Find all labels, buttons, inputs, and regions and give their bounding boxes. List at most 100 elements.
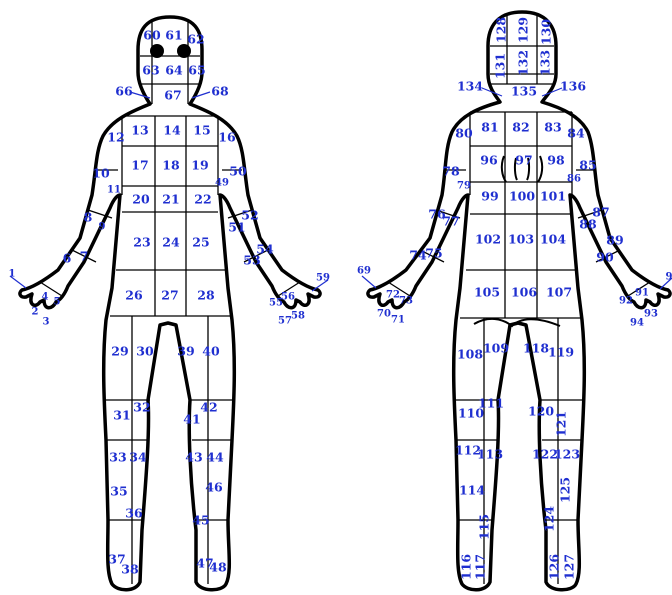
front-region-label-39: 39 (177, 344, 194, 359)
back-region-label-71: 71 (391, 315, 405, 326)
front-region-label-25: 25 (192, 235, 209, 250)
back-region-label-81: 81 (481, 120, 498, 135)
front-region-label-13: 13 (131, 123, 148, 138)
front-region-label-61: 61 (165, 28, 182, 43)
back-region-label-86: 86 (567, 174, 581, 185)
back-region-label-78: 78 (442, 164, 460, 179)
back-region-label-104: 104 (540, 232, 566, 247)
back-region-label-88: 88 (579, 217, 597, 232)
back-region-label-79: 79 (457, 181, 471, 192)
back-region-label-132: 132 (516, 50, 531, 76)
front-region-label-66: 66 (115, 84, 133, 99)
front-region-label-17: 17 (131, 158, 148, 173)
back-region-label-106: 106 (511, 285, 537, 300)
front-region-label-57: 57 (278, 316, 292, 327)
front-region-label-3: 3 (43, 317, 50, 328)
front-region-label-64: 64 (165, 63, 183, 78)
front-region-label-9: 9 (99, 222, 106, 233)
front-region-label-28: 28 (197, 288, 215, 303)
back-region-label-118: 118 (523, 341, 549, 356)
back-region-label-9: 9 (666, 272, 672, 283)
front-region-label-6: 6 (63, 251, 72, 266)
front-region-label-16: 16 (218, 130, 236, 145)
front-region-label-32: 32 (133, 400, 150, 415)
back-region-label-134: 134 (457, 79, 483, 94)
front-region-label-21: 21 (162, 192, 179, 207)
back-region-label-82: 82 (512, 120, 529, 135)
front-region-label-54: 54 (256, 242, 274, 257)
back-region-label-125: 125 (558, 477, 573, 503)
back-region-label-126: 126 (547, 554, 562, 580)
front-region-label-7: 7 (80, 249, 89, 264)
back-region-label-84: 84 (567, 126, 585, 141)
back-region-label-98: 98 (547, 153, 565, 168)
front-region-label-31: 31 (113, 408, 130, 423)
front-region-label-50: 50 (229, 164, 247, 179)
back-region-label-77: 77 (442, 214, 459, 229)
front-region-label-33: 33 (109, 450, 126, 465)
back-region-label-129: 129 (516, 17, 531, 43)
front-region-label-29: 29 (111, 344, 128, 359)
back-region-label-120: 120 (528, 404, 554, 419)
back-region-label-100: 100 (509, 189, 535, 204)
front-region-label-38: 38 (121, 562, 139, 577)
back-region-label-123: 123 (554, 447, 580, 462)
front-region-label-1: 1 (9, 269, 16, 280)
front-region-label-46: 46 (205, 480, 223, 495)
front-region-label-20: 20 (132, 192, 150, 207)
back-region-label-89: 89 (606, 233, 623, 248)
back-region-label-116: 116 (459, 554, 474, 580)
back-region-label-101: 101 (540, 189, 566, 204)
front-region-label-60: 60 (143, 28, 161, 43)
front-region-label-40: 40 (202, 344, 220, 359)
front-region-label-11: 11 (107, 185, 121, 196)
front-region-label-52: 52 (241, 208, 258, 223)
back-region-label-108: 108 (457, 347, 483, 362)
front-region-label-15: 15 (193, 123, 210, 138)
back-region-label-124: 124 (542, 506, 557, 532)
front-region-label-12: 12 (107, 130, 124, 145)
back-region-label-93: 93 (644, 309, 658, 320)
back-region-label-105: 105 (474, 285, 500, 300)
front-region-label-68: 68 (211, 84, 229, 99)
front-region-label-58: 58 (291, 311, 305, 322)
back-region-label-133: 133 (538, 50, 553, 76)
front-region-label-14: 14 (163, 123, 181, 138)
front-region-label-5: 5 (54, 297, 61, 308)
back-region-label-96: 96 (480, 153, 498, 168)
front-region-label-45: 45 (192, 513, 209, 528)
front-region-label-26: 26 (125, 288, 143, 303)
front-region-label-18: 18 (162, 158, 180, 173)
back-region-label-102: 102 (475, 232, 501, 247)
front-region-label-19: 19 (191, 158, 208, 173)
back-region-label-70: 70 (377, 309, 391, 320)
back-region-label-130: 130 (539, 19, 554, 45)
front-region-label-49: 49 (215, 178, 229, 189)
back-region-label-90: 90 (596, 250, 614, 265)
back-region-label-135: 135 (511, 84, 537, 99)
front-region-label-24: 24 (162, 235, 180, 250)
back-region-label-94: 94 (630, 318, 644, 329)
back-region-label-111: 111 (478, 396, 504, 411)
back-region-label-72: 72 (386, 290, 400, 301)
front-region-label-2: 2 (32, 307, 39, 318)
back-region-label-109: 109 (483, 341, 509, 356)
front-region-label-34: 34 (129, 450, 147, 465)
back-region-label-92: 92 (619, 296, 633, 307)
back-region-label-69: 69 (357, 266, 371, 277)
front-region-label-59: 59 (316, 273, 330, 284)
back-region-label-85: 85 (579, 158, 596, 173)
front-left-eye-dot (150, 44, 164, 58)
front-region-label-8: 8 (84, 210, 93, 225)
back-region-label-114: 114 (459, 483, 485, 498)
back-region-label-121: 121 (554, 411, 569, 437)
front-region-label-4: 4 (42, 292, 49, 303)
front-region-label-22: 22 (194, 192, 211, 207)
back-region-label-113: 113 (477, 447, 503, 462)
front-region-label-27: 27 (161, 288, 178, 303)
front-region-label-30: 30 (136, 344, 154, 359)
front-region-label-42: 42 (200, 400, 217, 415)
